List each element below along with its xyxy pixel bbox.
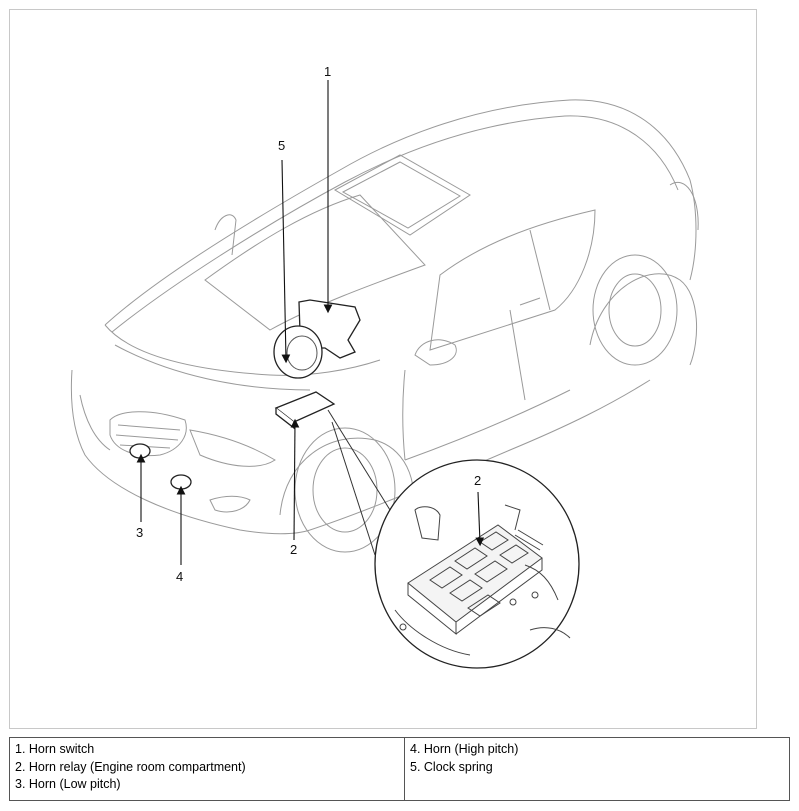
relay-detail-inset (327, 409, 580, 669)
callout-clock-spring: 5 (278, 138, 285, 153)
legend-table: 1. Horn switch 2. Horn relay (Engine roo… (9, 737, 790, 801)
legend-column-right: 4. Horn (High pitch) 5. Clock spring (404, 737, 790, 801)
legend-item: 2. Horn relay (Engine room compartment) (15, 759, 246, 774)
clock-spring-shape (273, 325, 323, 379)
horn-high-pitch-shape (170, 474, 192, 490)
horn-system-diagram: 1 5 2 2 3 4 (70, 64, 699, 669)
callout-horn-switch: 1 (324, 64, 331, 79)
callout-horn-high-pitch: 4 (176, 569, 183, 584)
callout-horn-relay: 2 (290, 542, 297, 557)
leader-clock-spring (281, 159, 291, 364)
legend-column-left: 1. Horn switch 2. Horn relay (Engine roo… (9, 737, 405, 801)
legend-item: 4. Horn (High pitch) (410, 742, 519, 756)
legend-item: 1. Horn switch (15, 742, 95, 756)
legend-item: 5. Clock spring (410, 759, 493, 774)
callout-horn-low-pitch: 3 (136, 525, 143, 540)
horn-low-pitch-shape (129, 443, 151, 459)
car-illustration (70, 99, 699, 553)
components (129, 299, 361, 490)
diagram-frame: 1 5 2 2 3 4 (9, 9, 757, 729)
leader-lines (136, 80, 485, 565)
callout-horn-relay-detail: 2 (474, 473, 481, 488)
leader-horn-relay (290, 418, 300, 541)
legend-item: 3. Horn (Low pitch) (15, 777, 121, 791)
leader-horn-relay-detail (475, 491, 485, 547)
